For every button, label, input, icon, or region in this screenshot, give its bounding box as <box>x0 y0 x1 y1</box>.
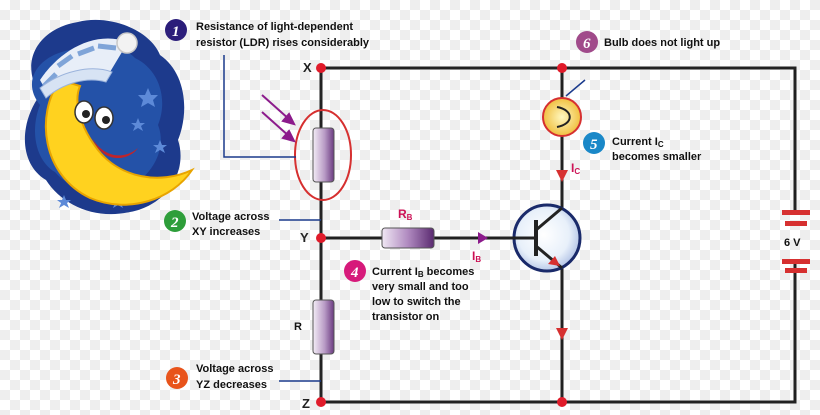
svg-text:5: 5 <box>590 137 598 153</box>
resistor-r <box>312 299 335 355</box>
emitter-current-arrow <box>556 328 568 340</box>
step-3-text-line-2: YZ decreases <box>196 379 267 391</box>
step-2-callout: 2 Voltage across XY increases <box>164 210 269 238</box>
svg-text:2: 2 <box>170 215 179 231</box>
step-4-text-line-1: Current IB becomes <box>372 266 474 279</box>
step-2-text-line-2: XY increases <box>192 226 260 238</box>
step-5-number-badge <box>583 132 605 154</box>
step-4-callout: 4 Current IB becomes very small and too … <box>344 260 474 323</box>
resistor-r-label: R <box>294 321 302 333</box>
battery-component <box>782 210 810 273</box>
ib-label: IB <box>472 249 481 264</box>
resistor-rb-label: RB <box>398 207 413 222</box>
callout-lines <box>223 55 586 382</box>
step-6-text-line-1: Bulb does not light up <box>604 37 720 49</box>
step-1-text-line-1: Resistance of light-dependent <box>196 21 353 33</box>
step-5-text-line-2: becomes smaller <box>612 151 702 163</box>
step-4-text-line-2: very small and too <box>372 281 469 293</box>
moon-with-nightcap-icon <box>24 19 195 215</box>
step-5-text-line-1: Current IC <box>612 136 664 149</box>
circuit-nodes <box>316 63 567 407</box>
battery-voltage-label: 6 V <box>784 237 801 249</box>
ic-arrow <box>556 170 568 182</box>
step-2-number-badge <box>164 210 186 232</box>
step-5-callout: 5 Current IC becomes smaller <box>583 132 702 163</box>
step-6-callout: 6 Bulb does not light up <box>576 31 720 53</box>
step-6-number-badge <box>576 31 598 53</box>
svg-text:6: 6 <box>583 36 591 52</box>
circuit-wires <box>319 66 797 404</box>
step-3-text-line-1: Voltage across <box>196 363 273 375</box>
light-arrows <box>261 94 296 143</box>
ldr-component <box>294 109 352 201</box>
step-1-text-line-2: resistor (LDR) rises considerably <box>196 37 370 49</box>
bulb-component <box>542 97 582 137</box>
step-1-callout: 1 Resistance of light-dependent resistor… <box>165 19 370 49</box>
node-x-label: X <box>303 60 312 75</box>
svg-text:1: 1 <box>172 24 180 40</box>
node-z-label: Z <box>302 396 310 411</box>
step-2-text-line-1: Voltage across <box>192 211 269 223</box>
step-4-text-line-4: transistor on <box>372 311 440 323</box>
svg-text:3: 3 <box>172 372 181 388</box>
step-4-text-line-3: low to switch the <box>372 296 461 308</box>
svg-text:4: 4 <box>350 265 359 281</box>
resistor-rb <box>381 227 435 249</box>
transistor-component <box>510 203 582 273</box>
step-3-callout: 3 Voltage across YZ decreases <box>166 363 273 391</box>
node-y-label: Y <box>300 230 309 245</box>
ib-arrow <box>478 232 488 244</box>
step-4-number-badge <box>344 260 366 282</box>
step-1-number-badge <box>165 19 187 41</box>
step-3-number-badge <box>166 367 188 389</box>
ic-label: IC <box>571 161 580 176</box>
